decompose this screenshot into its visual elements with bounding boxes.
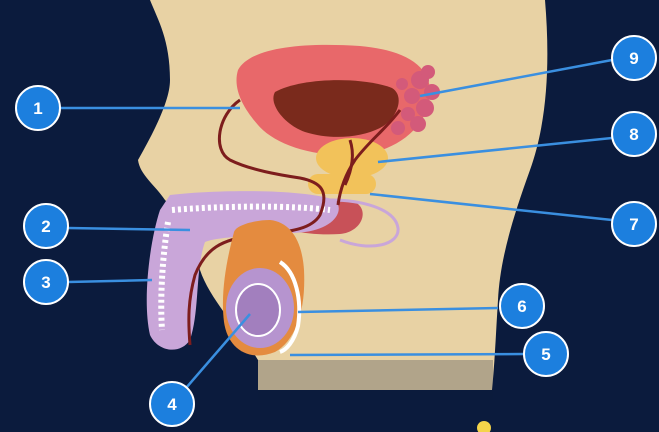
marker-7[interactable]: 7 — [612, 202, 656, 246]
testis-lobules — [236, 284, 280, 336]
decorative-dot — [477, 421, 491, 432]
marker-7-label: 7 — [629, 215, 638, 234]
leader-line-4 — [186, 314, 250, 388]
marker-3[interactable]: 3 — [24, 260, 68, 304]
marker-4-label: 4 — [167, 395, 177, 414]
marker-9-label: 9 — [629, 49, 638, 68]
marker-6-label: 6 — [517, 297, 526, 316]
marker-8-label: 8 — [629, 125, 638, 144]
marker-1[interactable]: 1 — [16, 86, 60, 130]
marker-8[interactable]: 8 — [612, 112, 656, 156]
leader-line-5 — [290, 354, 524, 355]
marker-5-label: 5 — [541, 345, 550, 364]
marker-2-label: 2 — [41, 217, 50, 236]
marker-3-label: 3 — [41, 273, 50, 292]
marker-9[interactable]: 9 — [612, 36, 656, 80]
marker-2[interactable]: 2 — [24, 204, 68, 248]
leader-line-3 — [68, 280, 152, 282]
body-base-fade — [258, 360, 493, 400]
marker-1-label: 1 — [33, 99, 42, 118]
marker-6[interactable]: 6 — [500, 284, 544, 328]
marker-4[interactable]: 4 — [150, 382, 194, 426]
marker-5[interactable]: 5 — [524, 332, 568, 376]
